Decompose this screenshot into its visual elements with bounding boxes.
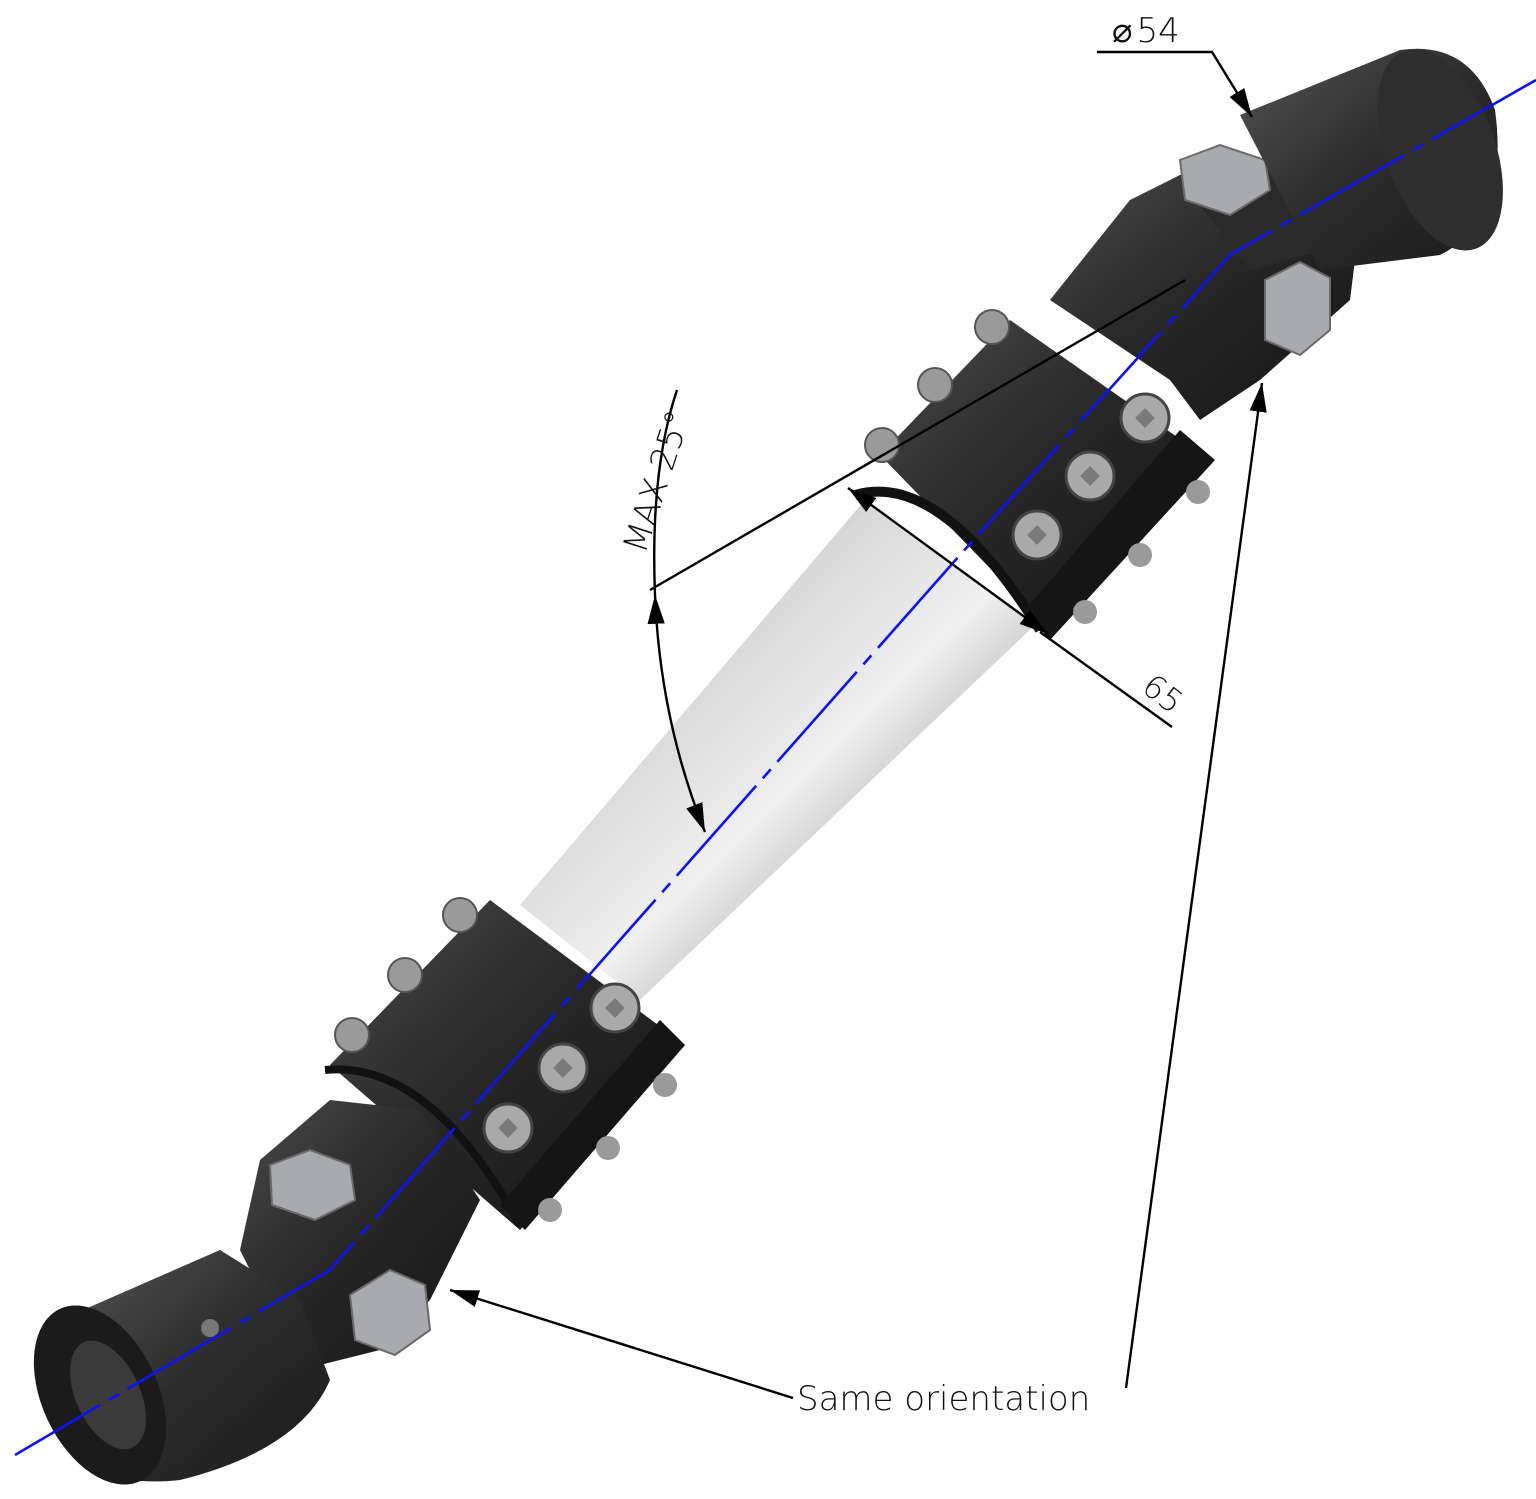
inner-tube bbox=[520, 500, 1035, 1000]
center-axis-line bbox=[14, 78, 1536, 1457]
diameter-dimension: ⌀54 bbox=[1097, 11, 1254, 118]
lower-universal-joint bbox=[33, 1100, 480, 1485]
diameter-label: ⌀54 bbox=[1112, 11, 1180, 51]
orientation-callout: Same orientation bbox=[449, 382, 1267, 1419]
hex-bolt-lower-2 bbox=[348, 1268, 432, 1357]
upper-clamp-bolts-top bbox=[864, 309, 1010, 463]
lower-clamp-socket-screws bbox=[482, 982, 677, 1222]
lower-clamp-bolts-top bbox=[334, 897, 478, 1053]
orientation-label: Same orientation bbox=[797, 1379, 1090, 1419]
hex-bolt-upper-1 bbox=[1178, 143, 1272, 217]
angle-label: MAX 25° bbox=[616, 406, 699, 558]
upper-universal-joint bbox=[1050, 48, 1503, 420]
length-label: 65 bbox=[1135, 666, 1190, 721]
set-screw-hole bbox=[201, 1319, 219, 1337]
hex-bolt-upper-2 bbox=[1264, 260, 1331, 357]
hex-bolt-lower-1 bbox=[268, 1148, 357, 1222]
